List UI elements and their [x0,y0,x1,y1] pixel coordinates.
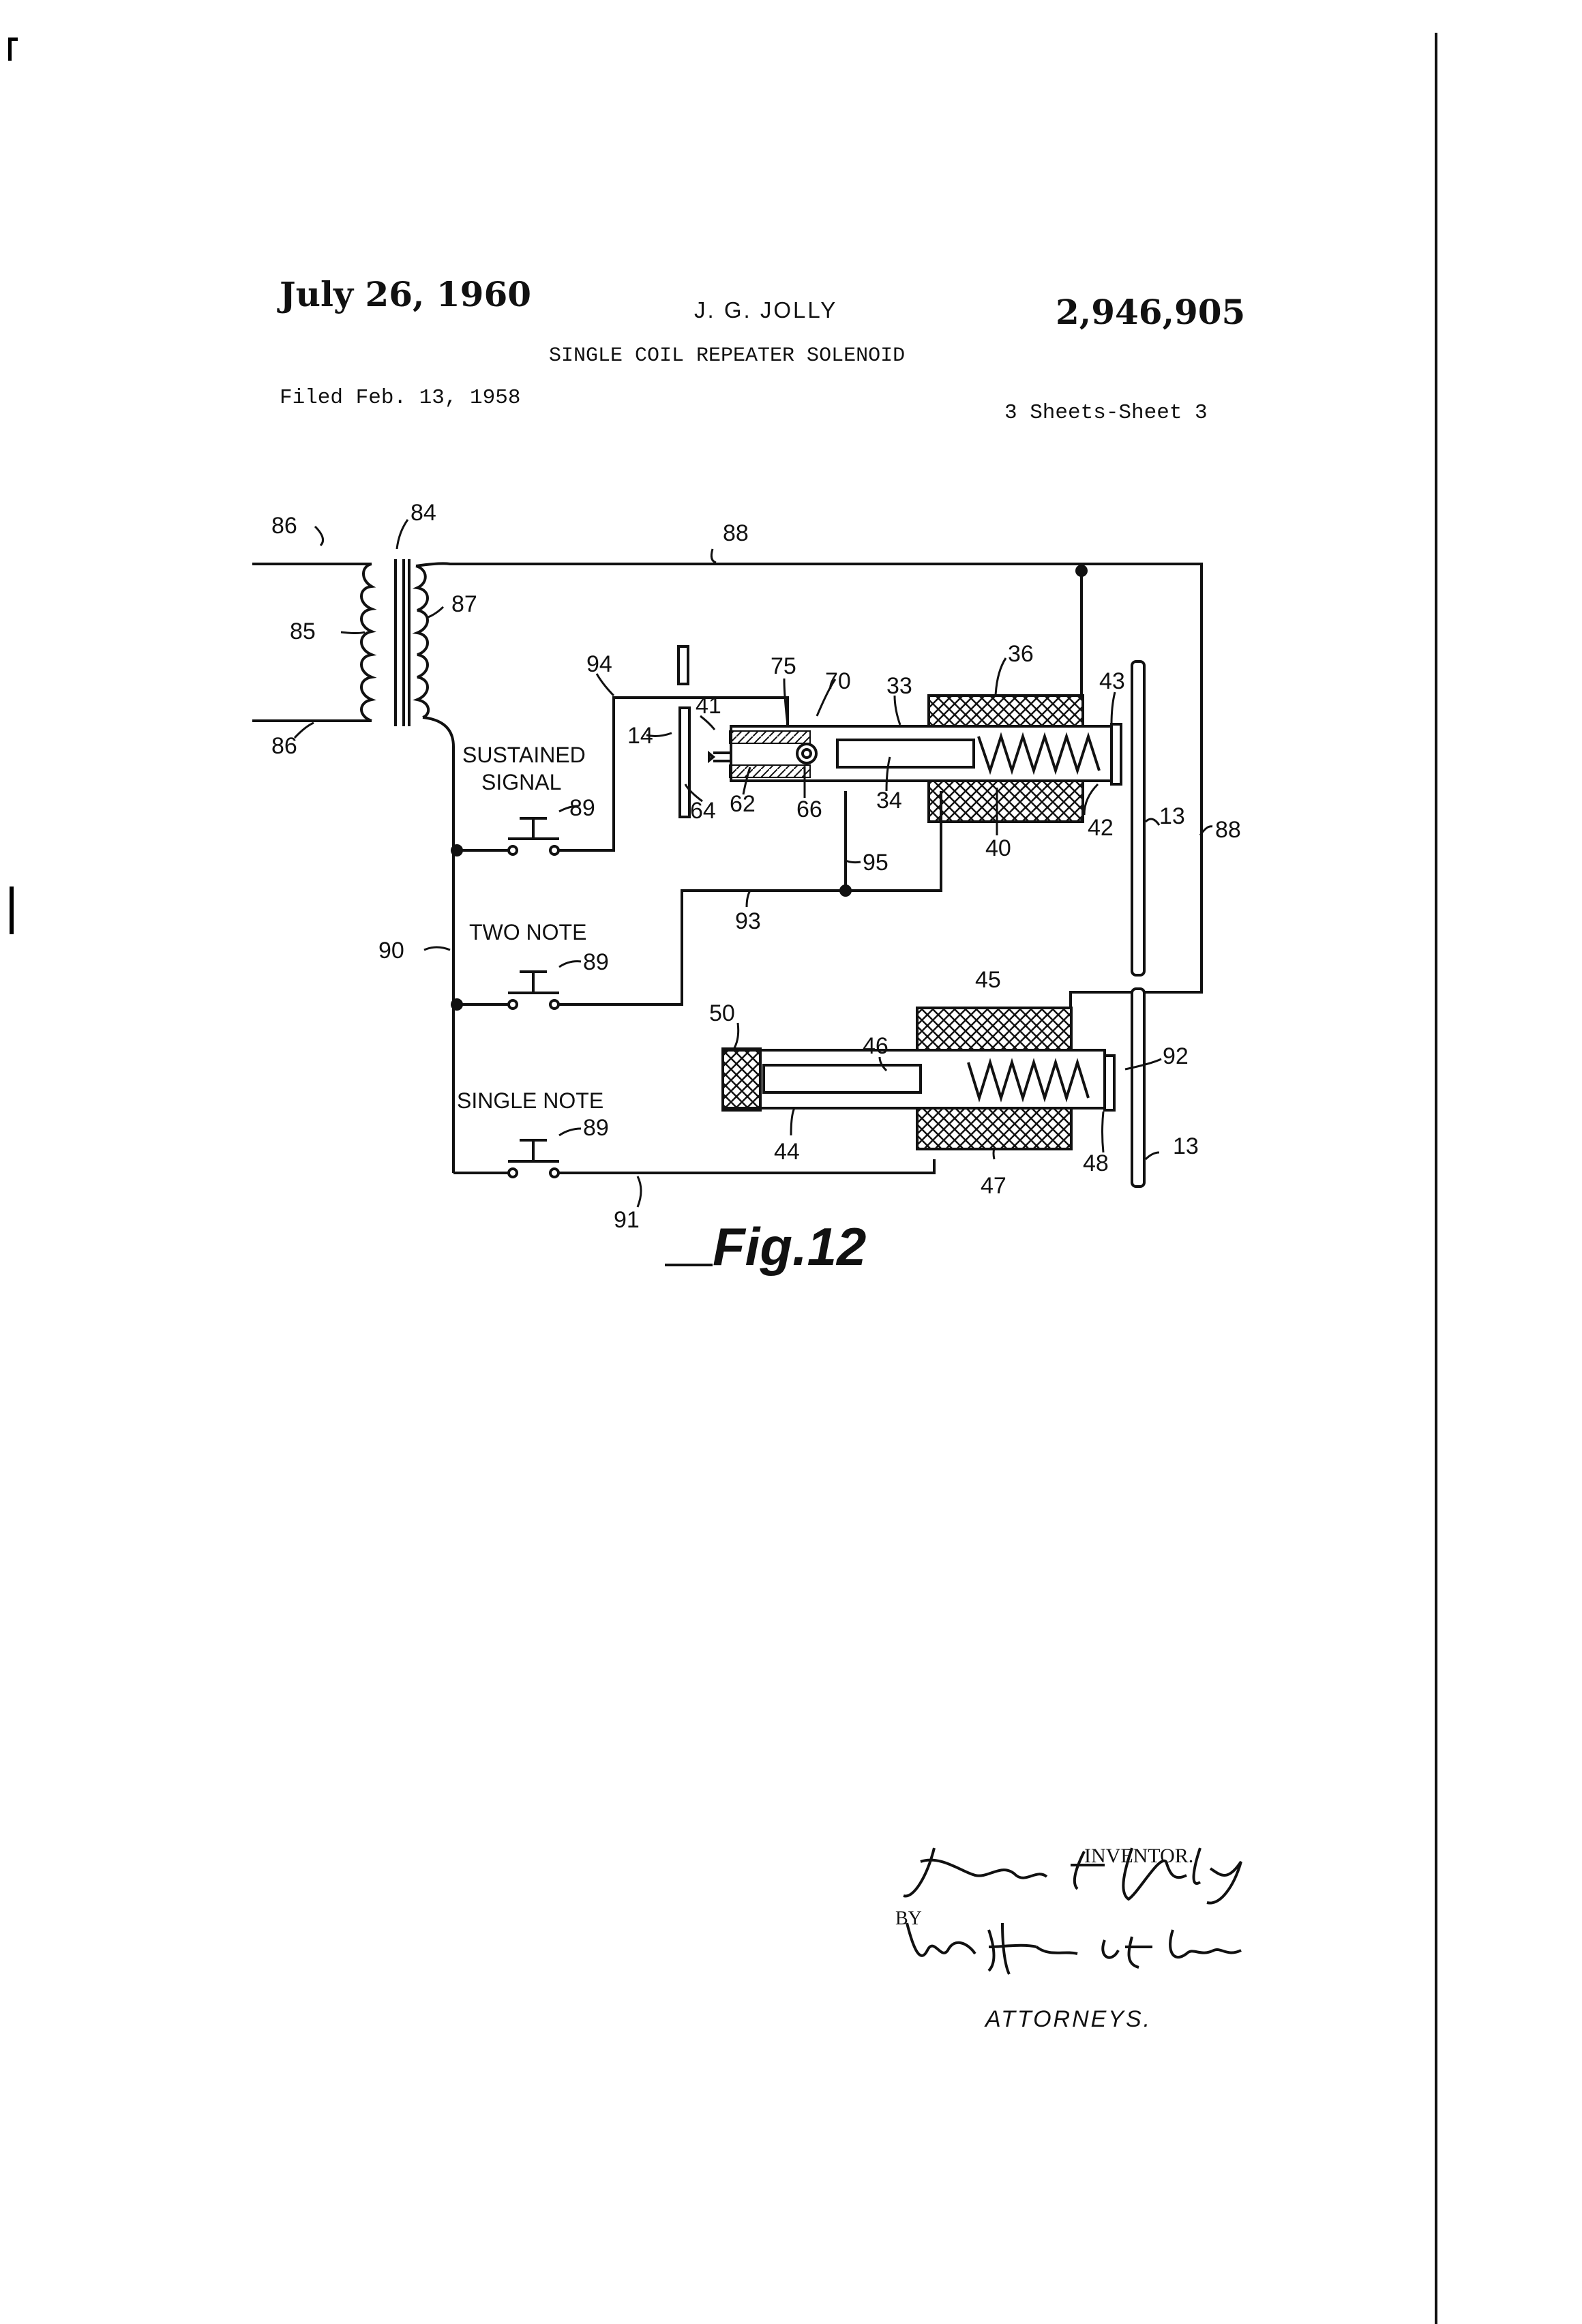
ref-41: 41 [696,693,721,719]
reference-numbers: 86 84 88 85 87 86 94 75 70 33 36 43 14 4… [271,500,1241,1233]
ref-84: 84 [411,500,436,526]
ref-44: 44 [774,1139,800,1165]
ref-94: 94 [586,651,612,677]
label-single-note: SINGLE NOTE [457,1088,603,1113]
label-sustained: SUSTAINED [462,743,586,767]
ref-50: 50 [709,1000,735,1026]
ref-88-top: 88 [723,520,749,546]
ref-64: 64 [690,798,716,824]
transformer-84 [361,559,428,726]
ref-46: 46 [863,1033,889,1059]
ref-89-sustained: 89 [569,795,595,821]
ref-92: 92 [1163,1043,1189,1069]
label-signal: SIGNAL [481,770,561,794]
ref-36: 36 [1008,641,1034,667]
ref-95: 95 [863,850,889,876]
ref-90: 90 [378,938,404,964]
lower-solenoid [723,1008,1114,1149]
ref-86-bottom: 86 [271,733,297,759]
figure-caption-group: Fig.12 [665,1217,866,1277]
switch-two-note [508,972,559,1009]
attorney-signature [900,1909,1268,1991]
ref-91: 91 [614,1207,640,1233]
ref-66: 66 [796,796,822,822]
ref-34: 34 [876,788,902,814]
bars-13 [1132,661,1144,1187]
ref-85: 85 [290,619,316,644]
ref-43: 43 [1099,668,1125,694]
attorneys-label: ATTORNEYS. [985,2006,1152,2033]
ref-13-lower: 13 [1173,1133,1199,1159]
ref-14: 14 [627,723,653,749]
ref-87: 87 [451,591,477,617]
ref-33: 33 [886,673,912,699]
ref-13-upper: 13 [1159,803,1185,829]
ref-70: 70 [825,668,851,694]
ref-89-single-note: 89 [583,1115,609,1141]
ref-75: 75 [771,653,796,679]
figure-caption: Fig.12 [713,1217,866,1277]
switch-single-note [508,1140,559,1177]
switch-sustained [508,818,559,854]
ref-45: 45 [975,967,1001,993]
ref-62: 62 [730,791,756,817]
ref-88-right: 88 [1215,817,1241,843]
ref-40: 40 [985,835,1011,861]
inventor-signature [900,1834,1268,1909]
ref-47: 47 [981,1173,1006,1199]
label-two-note: TWO NOTE [469,920,586,944]
ref-93: 93 [735,908,761,934]
ref-48: 48 [1083,1150,1109,1176]
ref-89-two-note: 89 [583,949,609,975]
ref-86-top: 86 [271,513,297,539]
ref-42: 42 [1088,815,1114,841]
